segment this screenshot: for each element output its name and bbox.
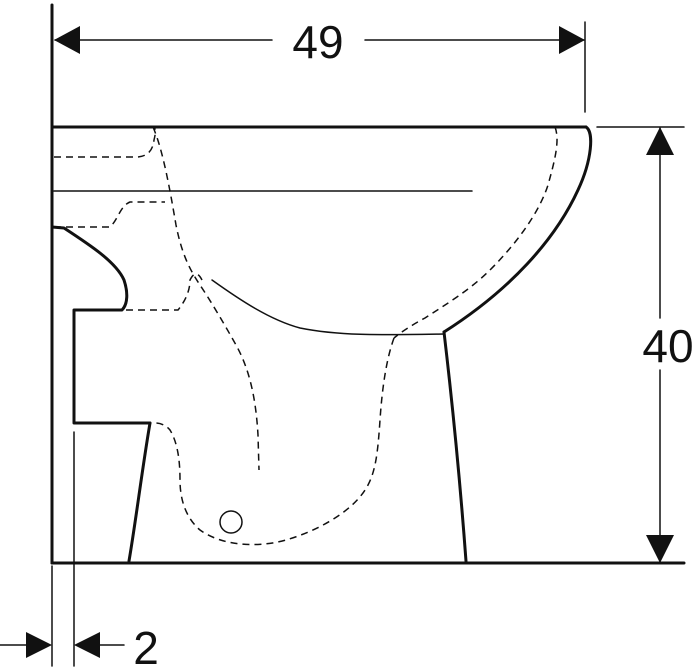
depth-dimension: 49 [54, 16, 586, 113]
depth-label: 49 [292, 16, 343, 68]
toilet-outline [50, 125, 593, 563]
height-dimension: 40 [596, 126, 694, 563]
hidden-lines [54, 126, 558, 546]
height-label: 40 [642, 320, 693, 372]
wall-gap-dimension: 2 [0, 431, 159, 669]
outlet-circle [219, 510, 243, 534]
bowl-inner-curve [211, 279, 445, 336]
wall-gap-label: 2 [133, 622, 159, 669]
